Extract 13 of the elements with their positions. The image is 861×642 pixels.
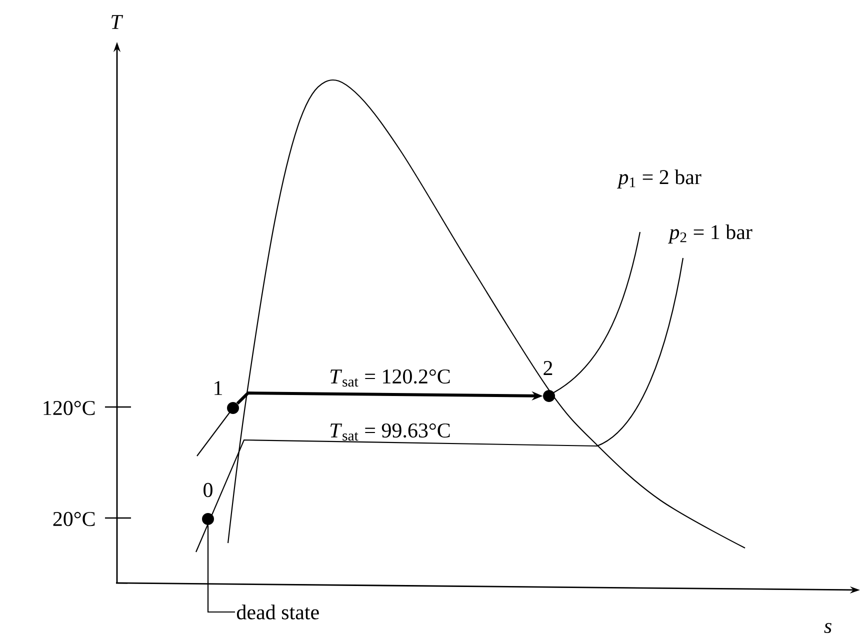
tick-label: 120°C xyxy=(44,400,95,416)
leader-line xyxy=(207,525,235,613)
point-label: 2 xyxy=(544,361,552,375)
curve-label: p$_{2}$ = 1 bar xyxy=(668,224,752,244)
point-label: 1 xyxy=(214,381,222,395)
line-label: T$_{sat}$ = 99.63°C xyxy=(330,423,450,441)
axis-label: T xyxy=(112,15,124,29)
point-label: 0 xyxy=(204,482,212,498)
curve-label: p$_{1}$ = 2 bar xyxy=(616,169,702,189)
tick-label: 20°C xyxy=(53,512,95,526)
leader-text: dead state xyxy=(236,604,319,620)
edge-label: T$_{sat}$ = 120.2°C xyxy=(330,369,450,387)
axis-label: s xyxy=(824,622,832,634)
